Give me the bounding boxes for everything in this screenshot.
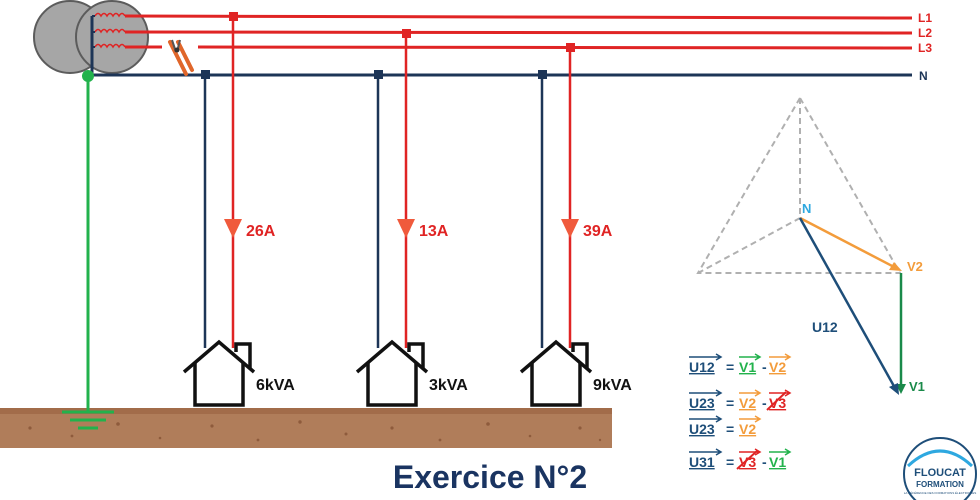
line-l1 — [124, 14, 913, 20]
phasor-dashed-triangle — [696, 95, 902, 274]
transformer — [33, 0, 149, 74]
eq4-op: - — [762, 454, 767, 470]
eq1-a: V1 — [739, 359, 756, 375]
power-label-2: 3kVA — [429, 377, 468, 394]
load-1: 26A 6kVA — [182, 12, 295, 407]
equation-2: U23 = V2 - V3 — [689, 389, 792, 411]
equation-1: U12 = V1 - V2 — [689, 353, 792, 375]
line-l2 — [124, 30, 913, 35]
current-label-1: 26A — [246, 223, 276, 240]
eq3-lhs: U23 — [689, 421, 715, 437]
eq1-b: V2 — [769, 359, 786, 375]
eq2-eq: = — [726, 395, 734, 411]
bus-lines — [88, 14, 913, 77]
floucat-logo: FLOUCAT FORMATION LA RÉFÉRENCE DES FORMA… — [903, 437, 977, 500]
eq4-a: V3 — [739, 454, 756, 470]
strike-v3 — [766, 391, 787, 411]
transformer-windings — [94, 12, 126, 49]
house-icon — [519, 339, 593, 407]
phasor-label-n: N — [802, 201, 811, 216]
logo-tagline: LA RÉFÉRENCE DES FORMATIONS ÉLECTRIQUES — [904, 490, 976, 495]
current-arrow-icon — [397, 219, 415, 238]
label-l1: L1 — [918, 11, 932, 25]
house-icon — [355, 339, 429, 407]
phasor-label-v2: V2 — [907, 259, 923, 274]
label-l2: L2 — [918, 26, 932, 40]
power-label-3: 9kVA — [593, 377, 632, 394]
equation-4: U31 = V3 - V1 — [689, 448, 792, 470]
label-l3: L3 — [918, 41, 932, 55]
eq4-lhs: U31 — [689, 454, 715, 470]
eq1-eq: = — [726, 359, 734, 375]
logo-line1: FLOUCAT — [914, 467, 966, 479]
phasor-label-v1: V1 — [909, 379, 925, 394]
eq1-lhs: U12 — [689, 359, 715, 375]
equations: U12 = V1 - V2 U23 = V2 - V3 U23 = V2 — [689, 353, 792, 470]
equation-3: U23 = V2 — [689, 415, 762, 437]
strike-v3 — [736, 450, 758, 470]
label-n: N — [919, 69, 928, 83]
phasor-diagram: N V2 V1 U12 — [696, 95, 925, 395]
eq4-b: V1 — [769, 454, 786, 470]
cutter-icon — [168, 39, 194, 76]
logo-line2: FORMATION — [916, 480, 964, 489]
eq1-op: - — [762, 359, 767, 375]
ground-soil — [0, 408, 612, 448]
eq3-a: V2 — [739, 421, 756, 437]
current-label-3: 39A — [583, 223, 613, 240]
phasor-label-u12: U12 — [812, 319, 838, 335]
current-label-2: 13A — [419, 223, 449, 240]
current-arrow-icon — [224, 219, 242, 238]
eq2-lhs: U23 — [689, 395, 715, 411]
line-l3 — [197, 45, 913, 50]
power-label-1: 6kVA — [256, 377, 295, 394]
earth-conductor — [62, 70, 114, 430]
current-arrow-icon — [561, 219, 579, 238]
eq3-eq: = — [726, 421, 734, 437]
load-3: 39A 9kVA — [519, 43, 632, 407]
house-icon — [182, 339, 256, 407]
vector-v2 — [799, 216, 897, 270]
eq4-eq: = — [726, 454, 734, 470]
eq2-b: V3 — [769, 395, 786, 411]
load-2: 13A 3kVA — [355, 29, 468, 407]
eq2-op: - — [762, 395, 767, 411]
eq2-a: V2 — [739, 395, 756, 411]
page-title: Exercice N°2 — [393, 459, 587, 495]
vector-u12 — [798, 217, 897, 389]
